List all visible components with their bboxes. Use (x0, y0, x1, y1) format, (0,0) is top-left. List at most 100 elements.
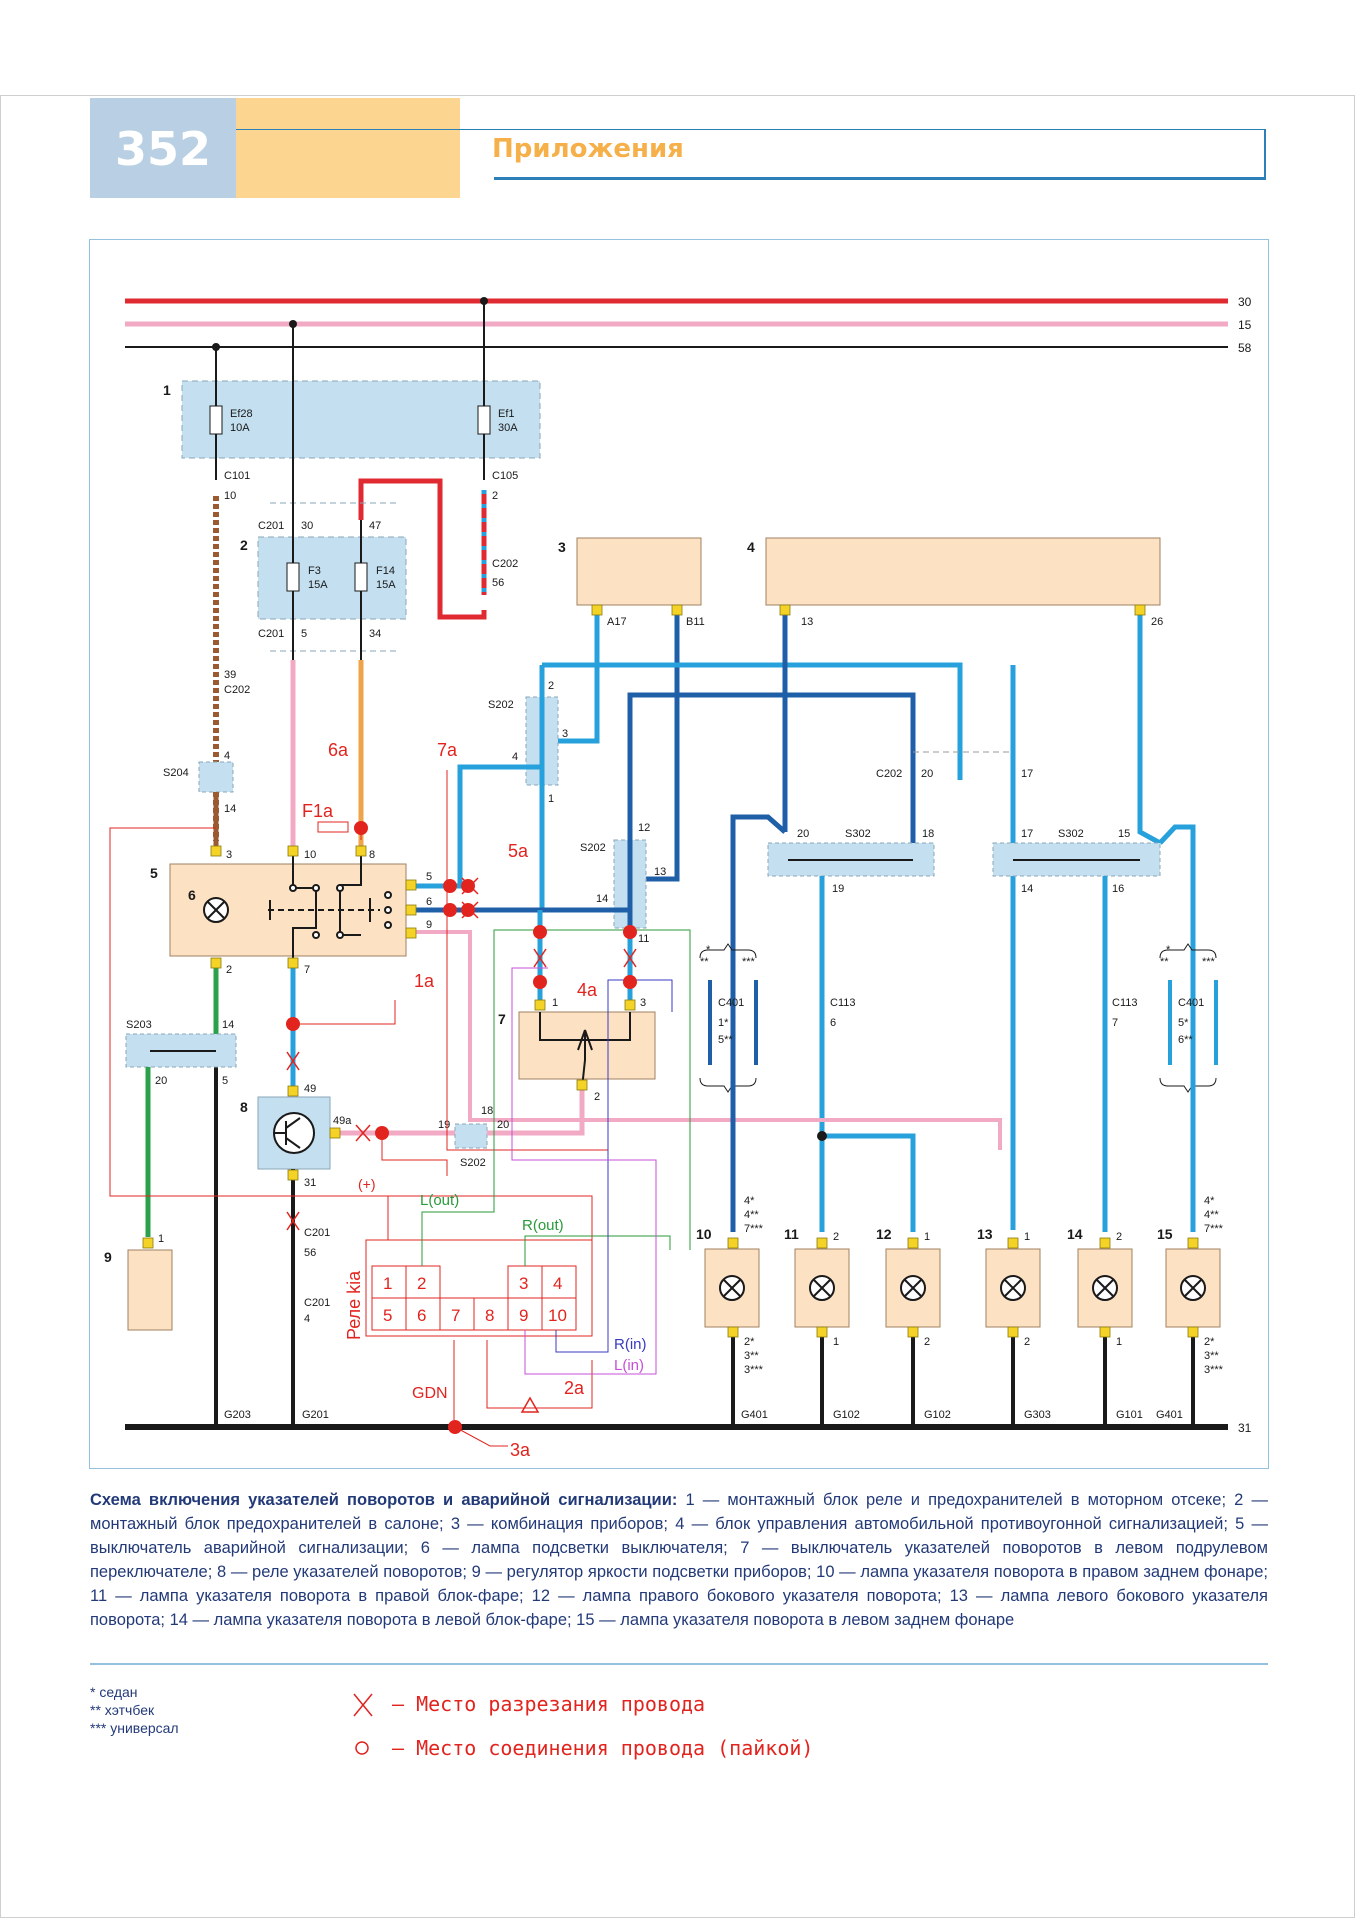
circle-icon (355, 1741, 369, 1755)
splice-s202-c-p18: 18 (481, 1105, 493, 1117)
block-3-number: 3 (558, 539, 566, 555)
c401-left-star-3: *** (742, 956, 756, 968)
connector-c202-mid: C202 (876, 768, 902, 780)
ground-g102-b: G102 (924, 1409, 951, 1421)
connector-c202-mid-pin: 20 (921, 768, 933, 780)
connector-c201-top: C201 (258, 520, 284, 532)
annotation-l-out-wire (421, 929, 691, 1266)
connector-c201-gnd: C201 (304, 1227, 330, 1239)
ground-g201: G201 (302, 1409, 329, 1421)
page-frame (0, 95, 1355, 1918)
block-3-pin-a: A17 (607, 616, 627, 628)
fuse-ef28 (209, 347, 223, 480)
block-9-dimmer (127, 1249, 173, 1331)
c401-right-bracket (1159, 943, 1218, 1093)
header-rule-thick (494, 177, 1266, 180)
relay-pin-10: 10 (548, 1306, 567, 1325)
caption-title: Схема включения указателей поворотов и а… (90, 1491, 678, 1509)
relay-pin-2: 2 (417, 1274, 426, 1293)
wire-darkblue (730, 814, 787, 1230)
section-color-box (236, 98, 460, 198)
connector-pins (142, 604, 1199, 1338)
c401-left-bracket (699, 943, 758, 1093)
annotation-l-in: L(in) (614, 1357, 644, 1374)
connector-c113-a-pin: 6 (830, 1017, 836, 1029)
connector-c201-gnd-pin-b: 4 (304, 1313, 310, 1325)
lamp-15-number: 15 (1157, 1226, 1173, 1242)
splice-s202-a-p2: 2 (548, 680, 554, 692)
wire-red-loop (358, 478, 487, 620)
lamp-11-body (794, 1248, 850, 1328)
block-1-fuse-box (181, 380, 541, 459)
caption-body: 1 — монтажный блок реле и предохранителе… (90, 1491, 1268, 1629)
splice-s302-b-p15: 15 (1118, 828, 1130, 840)
annotation-3a: 3а (510, 1440, 531, 1460)
fuse-f1a-icon (317, 821, 349, 833)
splice-s203-p5: 5 (222, 1075, 228, 1087)
fuse-ef28-rating: 10A (230, 422, 250, 434)
bus-31-label: 31 (1238, 1421, 1252, 1435)
block-5-number: 5 (150, 865, 158, 881)
lamp-12-body (885, 1248, 941, 1328)
connector-c201-top-pin: 30 (301, 520, 313, 532)
figure-caption: Схема включения указателей поворотов и а… (90, 1488, 1268, 1632)
lamp-15-top-pins-text: 4*4**7*** (1204, 1195, 1224, 1235)
connector-c101-pin: 10 (224, 490, 236, 502)
relay-pin-5: 5 (383, 1306, 392, 1325)
lamp-6-icon (203, 897, 229, 923)
cut-marks (286, 877, 637, 1231)
splice-s204-label: S204 (163, 767, 189, 779)
connector-c113-b: C113 (1112, 997, 1137, 1009)
footnote-wagon: *** универсал (90, 1720, 179, 1736)
wire-darkblue (643, 615, 680, 882)
wire-blue (542, 662, 963, 780)
connector-c401-b: C401 (1178, 997, 1204, 1009)
lamp-15-bottom-pins: 2*3**3*** (1204, 1336, 1224, 1376)
splice-s202-b-label: S202 (580, 842, 606, 854)
splice-s204-pin-top: 4 (224, 750, 230, 762)
wire-darkblue (627, 692, 916, 862)
cross-icon (353, 1693, 373, 1717)
connector-c101: C101 (224, 470, 250, 482)
annotation-r-in-wire (555, 979, 673, 1353)
lamp-10-number: 10 (696, 1226, 712, 1242)
footnote-hatchback: ** хэтчбек (90, 1702, 155, 1718)
lamp-14-bottom-pin: 1 (1116, 1336, 1122, 1348)
lamp-12-top-pin: 1 (924, 1231, 930, 1243)
block-8-pin-49a: 49a (333, 1115, 352, 1127)
connector-c401-a-p2: 5** (718, 1034, 733, 1046)
fuse-f14 (354, 562, 368, 592)
section-title: Приложения (492, 134, 684, 164)
lamp-12-bottom-pin: 2 (924, 1336, 930, 1348)
block-9-pin: 1 (158, 1233, 164, 1245)
legend-solder-text: – Место соединения провода (пайкой) (392, 1736, 814, 1760)
block-2-number: 2 (240, 537, 248, 553)
wire-blue (822, 1133, 916, 1232)
junction-dot (480, 297, 488, 305)
annotation-plus: (+) (358, 1176, 376, 1192)
fuse-f3 (286, 562, 300, 592)
lamp-15-body (1165, 1248, 1221, 1328)
annotation-r-out-wire (524, 1235, 671, 1266)
ground-g401-b: G401 (1156, 1409, 1183, 1421)
hazard-switch-contacts-icon (268, 856, 392, 966)
block-8-pin-31: 31 (304, 1177, 316, 1189)
annotation-f1a: F1a (302, 801, 334, 821)
fuse-ef1 (477, 301, 491, 480)
lamp-13-body (985, 1248, 1041, 1328)
fuse-f3-id: F3 (308, 565, 321, 577)
wire-blue (1137, 615, 1162, 846)
annotation-3a-leader (454, 1426, 508, 1447)
footnotes: * седан ** хэтчбек *** универсал (90, 1683, 179, 1737)
fuse-f14-id: F14 (376, 565, 395, 577)
block-4-number: 4 (747, 539, 755, 555)
hazard-triangle-icon (520, 1396, 540, 1413)
c401-left-star-2: ** (700, 956, 709, 968)
solder-points (286, 821, 637, 1434)
annotation-1a: 1а (414, 971, 435, 991)
wiring-diagram: 30 15 58 31 1 Ef28 10A Ef1 30A C101 10 C… (104, 295, 1252, 1460)
lamp-14-number: 14 (1067, 1226, 1083, 1242)
connector-c401-b-p1: 5* (1178, 1017, 1189, 1029)
bus-30-label: 30 (1238, 295, 1252, 309)
block-7-pin-2: 2 (594, 1091, 600, 1103)
